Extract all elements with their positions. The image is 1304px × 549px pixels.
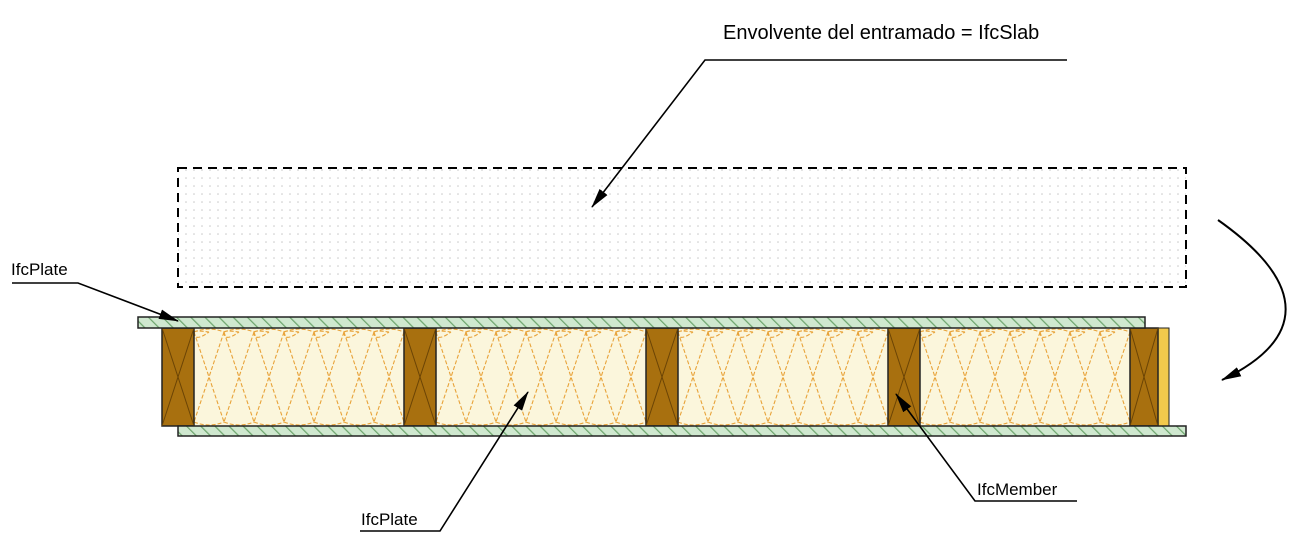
timber-stud bbox=[1129, 327, 1159, 427]
timber-stud bbox=[403, 327, 437, 427]
plate-insulation-leader bbox=[360, 391, 529, 532]
timber-stud bbox=[887, 327, 921, 427]
member-label: IfcMember bbox=[977, 480, 1058, 499]
plate-insulation-label: IfcPlate bbox=[361, 510, 418, 529]
insulation-panel bbox=[193, 327, 405, 427]
member-leader bbox=[895, 393, 1077, 502]
plate-top-leader bbox=[12, 282, 179, 322]
insulation-panel bbox=[677, 327, 889, 427]
rotation-arrow bbox=[1217, 219, 1287, 381]
insulation-panels bbox=[193, 327, 1170, 427]
plate-top-label: IfcPlate bbox=[11, 260, 68, 279]
bottom-board bbox=[177, 425, 1187, 437]
slab-envelope bbox=[177, 167, 1187, 288]
timber-stud bbox=[645, 327, 679, 427]
top-board bbox=[137, 316, 1146, 329]
insulation-edge-strip bbox=[1157, 327, 1170, 427]
envelope-label: Envolvente del entramado = IfcSlab bbox=[723, 22, 1039, 44]
timber-stud bbox=[161, 327, 195, 427]
envelope-leader bbox=[591, 59, 1067, 208]
insulation-panel bbox=[435, 327, 647, 427]
insulation-panel bbox=[919, 327, 1131, 427]
